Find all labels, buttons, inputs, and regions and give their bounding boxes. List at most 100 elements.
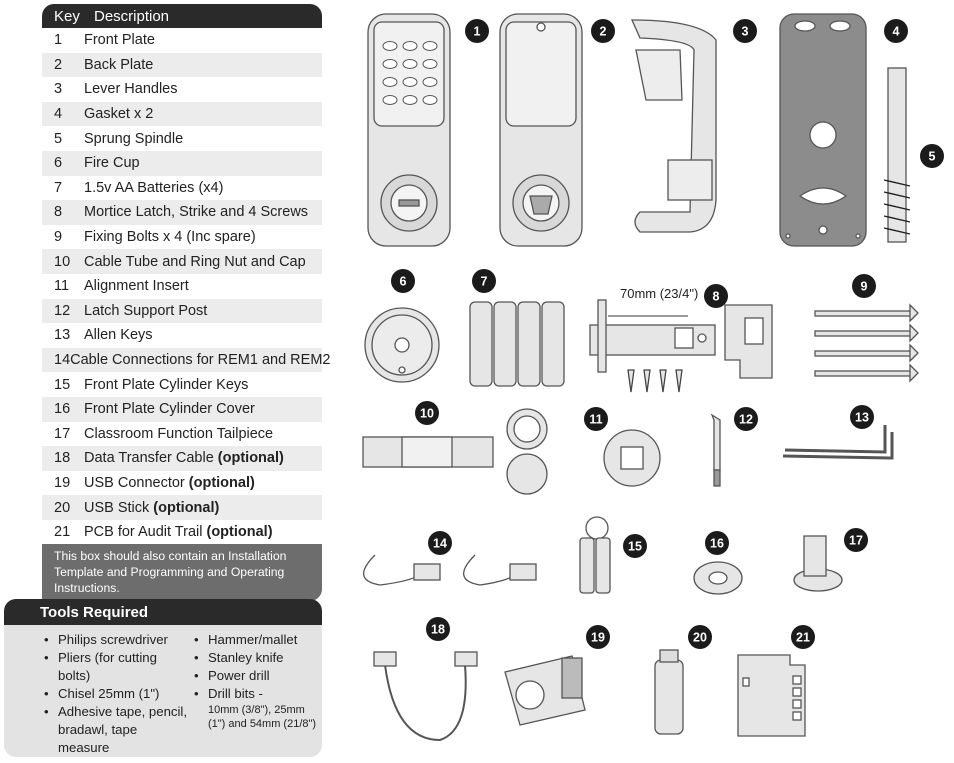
part-badge: 9 (852, 274, 876, 298)
part-number: 4 (54, 106, 63, 123)
part-badge-number: 1 (474, 25, 481, 39)
pcb-audit-trail-illustration (737, 654, 806, 737)
part-badge-number: 3 (742, 25, 749, 39)
part-badge: 13 (850, 405, 874, 429)
part-number: 19 (54, 474, 71, 491)
cable-connections-illustration (363, 554, 537, 586)
drill-bit-sizes: 10mm (3/8"), 25mm (1") and 54mm (21/8") (208, 704, 317, 730)
batteries-illustration (469, 301, 565, 387)
part-number: 16 (54, 401, 71, 418)
part-badge: 21 (791, 625, 815, 649)
part-number: 8 (54, 204, 63, 221)
key-table-row: 10 Cable Tube and Ring Nut and Cap (42, 249, 322, 274)
usb-stick-illustration (654, 649, 684, 735)
data-transfer-cable-illustration (373, 651, 478, 742)
key-column-header: Key (54, 7, 80, 25)
part-number: 18 (54, 450, 71, 467)
tool-item: Power drill (192, 667, 320, 685)
cable-tube-illustration (362, 408, 548, 495)
part-badge-number: 8 (713, 290, 720, 304)
part-badge: 4 (884, 19, 908, 43)
fire-cup-illustration (364, 307, 440, 383)
part-number: 5 (54, 130, 63, 147)
part-badge: 18 (426, 617, 450, 641)
part-number: 3 (54, 81, 63, 98)
part-description: Front Plate (84, 32, 155, 49)
key-table-row: 17 Classroom Function Tailpiece (42, 422, 322, 447)
part-badge: 15 (623, 534, 647, 558)
mortice-latch-illustration (589, 299, 773, 393)
part-number: 7 (54, 179, 63, 196)
gasket-illustration (779, 13, 867, 247)
part-description: Latch Support Post (84, 302, 208, 319)
tools-required-title: Tools Required (4, 599, 322, 625)
part-badge-number: 4 (893, 25, 900, 39)
latch-support-post-illustration (710, 413, 721, 487)
tools-column-2: Hammer/mallet Stanley knife Power drill … (192, 631, 320, 731)
part-number: 2 (54, 56, 63, 73)
part-description: Cable Connections for REM1 and REM2 (70, 352, 331, 369)
part-badge-number: 14 (433, 537, 447, 551)
part-badge: 17 (844, 528, 868, 552)
key-table-row: 15 Front Plate Cylinder Keys (42, 372, 322, 397)
part-description: Front Plate Cylinder Keys (84, 376, 249, 393)
part-description: Classroom Function Tailpiece (84, 425, 274, 442)
part-number: 21 (54, 524, 71, 541)
part-number: 10 (54, 253, 71, 270)
part-description: Lever Handles (84, 81, 178, 98)
part-badge-number: 18 (431, 623, 445, 637)
cylinder-cover-illustration (693, 561, 743, 595)
part-description: Fire Cup (84, 155, 140, 172)
part-description: Cable Tube and Ring Nut and Cap (84, 253, 306, 270)
part-badge-number: 13 (855, 411, 869, 425)
part-badge: 16 (705, 531, 729, 555)
part-badge-number: 2 (600, 25, 607, 39)
part-number: 9 (54, 229, 63, 246)
part-number: 17 (54, 425, 71, 442)
key-table-row: 21 PCB for Audit Trail (optional) (42, 520, 322, 545)
part-badge-number: 9 (861, 280, 868, 294)
part-description: Alignment Insert (84, 278, 189, 295)
part-badge: 11 (584, 407, 608, 431)
description-column-header: Description (94, 7, 170, 25)
lever-handles-illustration (630, 19, 717, 233)
part-badge-number: 20 (693, 631, 707, 645)
part-description: Front Plate Cylinder Cover (84, 401, 255, 418)
part-description: PCB for Audit Trail (optional) (84, 524, 273, 541)
tool-item: Pliers (for cutting bolts) (42, 649, 192, 685)
part-badge: 14 (428, 531, 452, 555)
part-badge-number: 10 (420, 407, 434, 421)
tool-item: Hammer/mallet (192, 631, 320, 649)
part-number: 6 (54, 155, 63, 172)
key-table-row: 6 Fire Cup (42, 150, 322, 176)
part-badge: 7 (472, 269, 496, 293)
optional-tag: (optional) (153, 499, 220, 516)
part-badge: 19 (586, 625, 610, 649)
part-badge: 12 (734, 407, 758, 431)
part-badge-number: 19 (591, 631, 605, 645)
part-number: 15 (54, 376, 71, 393)
part-description: USB Stick (optional) (84, 499, 220, 516)
alignment-insert-illustration (603, 429, 661, 487)
part-badge: 2 (591, 19, 615, 43)
part-number: 11 (54, 278, 70, 295)
part-number: 14 (54, 352, 71, 369)
part-description: Mortice Latch, Strike and 4 Screws (84, 204, 309, 221)
part-description: Allen Keys (84, 327, 153, 344)
tools-required-panel: Tools Required Philips screwdriver Plier… (4, 599, 322, 757)
key-table-header: Key Description (42, 4, 322, 28)
latch-dimension-label: 70mm (23/4") (620, 286, 698, 301)
part-badge-number: 5 (929, 150, 936, 164)
key-table-row: 8 Mortice Latch, Strike and 4 Screws (42, 200, 322, 225)
